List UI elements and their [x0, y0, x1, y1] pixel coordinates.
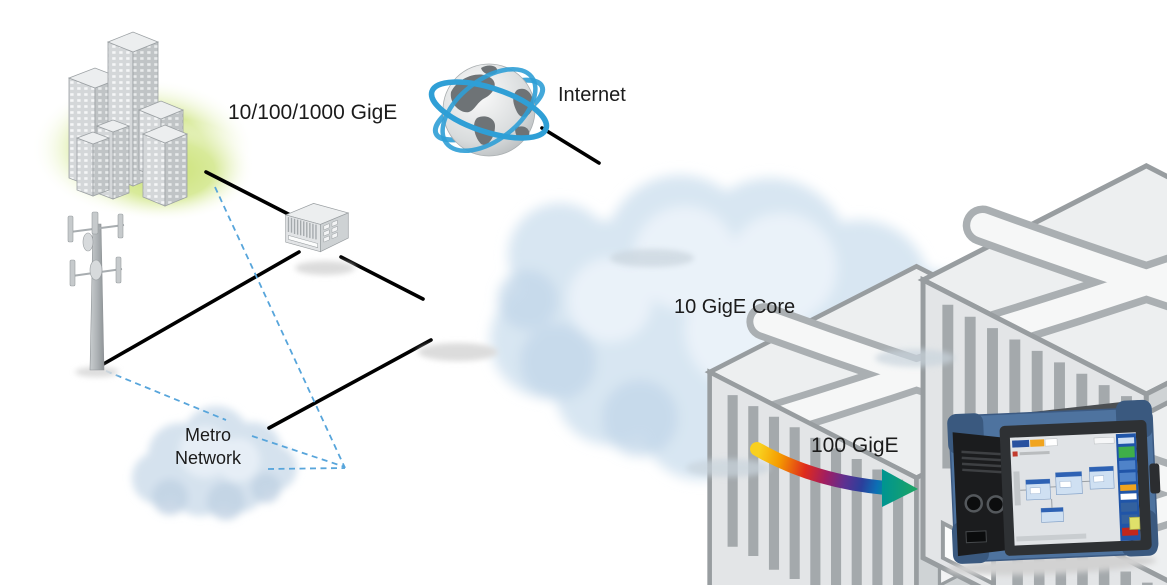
access-rate-label: 10/100/1000 GigE [228, 101, 398, 124]
switch-shadow [295, 261, 355, 275]
link-switch-router [339, 255, 425, 301]
router-shadow [686, 459, 770, 477]
internet-globe-icon [428, 63, 550, 157]
dashed-metro-a [251, 435, 346, 468]
dashed-links [105, 186, 346, 470]
optical-port [986, 495, 1006, 514]
network-tester-icon [946, 399, 1161, 576]
router-shadow [875, 349, 955, 367]
rainbow-arrow-icon [750, 442, 918, 507]
core-label: 10 GigE Core [674, 296, 796, 318]
tester-screen-ui [1012, 433, 1141, 542]
optical-port [964, 494, 983, 513]
metro-cloud-icon [132, 406, 297, 520]
link-globe-router [540, 126, 601, 165]
solid-links [98, 126, 601, 430]
router-shadow [418, 343, 498, 361]
internet-label: Internet [558, 84, 626, 106]
dashed-tower-metro [105, 370, 227, 421]
cell-tower-icon [67, 211, 125, 377]
link-router-metro-cloud [267, 338, 433, 430]
tester-rate-label: 100 GigE [811, 434, 899, 457]
access-switch-icon [285, 202, 349, 253]
city-buildings-icon [67, 31, 189, 207]
link-buildings-switch [204, 170, 298, 220]
router-shadow [610, 249, 694, 267]
metro-network-label: Metro Network [174, 425, 241, 468]
dashed-metro-b [267, 467, 346, 470]
link-tower-switch [98, 250, 301, 368]
